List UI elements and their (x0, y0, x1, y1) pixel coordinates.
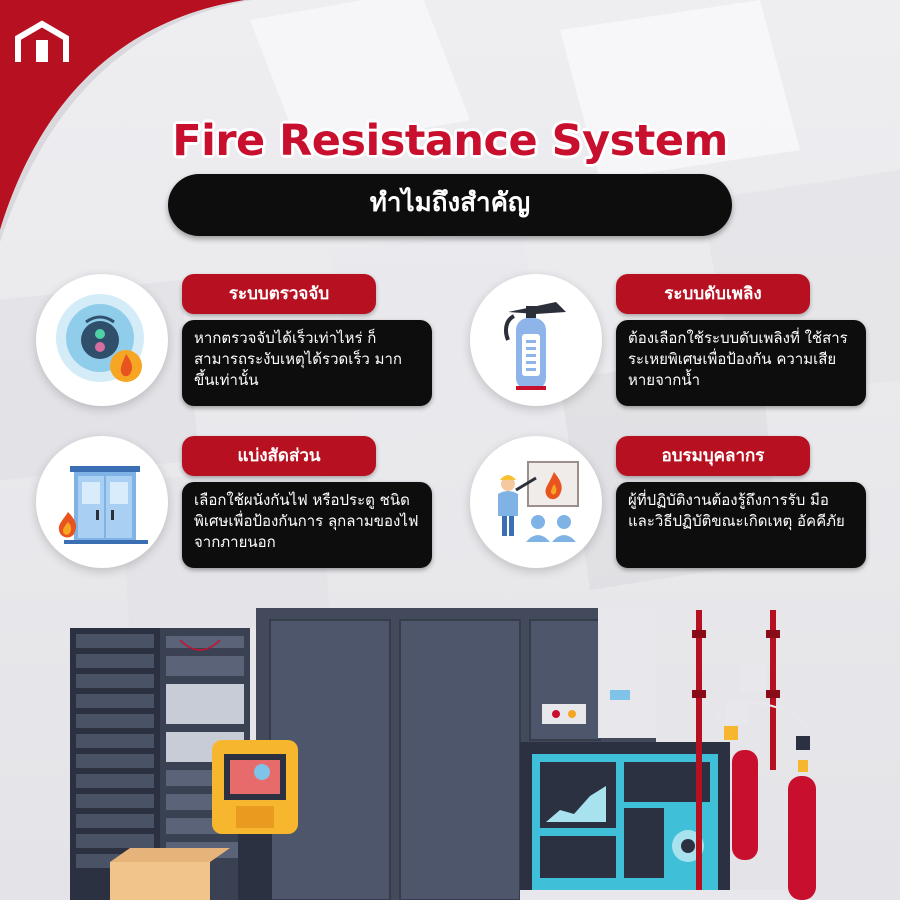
fire-suppression-cylinder-icon (692, 610, 816, 900)
page-subtitle: ทำไมถึงสำคัญ (369, 188, 531, 218)
feature-description: หากตรวจจับได้เร็วเท่าไหร่ ก็สามารถระงับเ… (182, 320, 432, 406)
fire-extinguisher-icon (504, 302, 566, 390)
feature-description: ผู้ที่ปฏิบัติงานต้องรู้ถึงการรับ มือ และ… (616, 482, 866, 568)
feature-description: เลือกใช้ผนังกันไฟ หรือประตู ชนิดพิเศษเพื… (182, 482, 432, 568)
server-room-illustration (70, 608, 816, 900)
smoke-detector-icon (56, 294, 144, 382)
feature-label: แบ่งสัดส่วน (182, 436, 376, 476)
feature-suppression: ระบบดับเพลิง ต้องเลือกใช้ระบบดับเพลิงที่… (470, 274, 890, 414)
monitor-icon (520, 742, 810, 900)
thermal-camera-icon (212, 740, 298, 900)
feature-label: ระบบตรวจจับ (182, 274, 376, 314)
training-icon (498, 461, 579, 542)
subtitle-pill (168, 174, 732, 236)
feature-icon-circle (36, 436, 168, 568)
page-title: Fire Resistance System (172, 116, 728, 166)
feature-compartment: แบ่งสัดส่วน เลือกใช้ผนังกันไฟ หรือประตู … (36, 436, 456, 576)
brand-logo (15, 20, 69, 62)
cardboard-box-icon (110, 848, 230, 900)
feature-icon-circle (470, 436, 602, 568)
feature-icon-circle (470, 274, 602, 406)
feature-detection: ระบบตรวจจับ หากตรวจจับได้เร็วเท่าไหร่ ก็… (36, 274, 456, 414)
feature-description: ต้องเลือกใช้ระบบดับเพลิงที่ ใช้สารระเหยพ… (616, 320, 866, 406)
feature-training: อบรมบุคลากร ผู้ที่ปฏิบัติงานต้องรู้ถึงกา… (470, 436, 890, 576)
feature-label: อบรมบุคลากร (616, 436, 810, 476)
fire-door-icon (58, 466, 148, 544)
feature-icon-circle (36, 274, 168, 406)
feature-label: ระบบดับเพลิง (616, 274, 810, 314)
title-block: Fire Resistance System ทำไมถึงสำคัญ (168, 116, 732, 240)
